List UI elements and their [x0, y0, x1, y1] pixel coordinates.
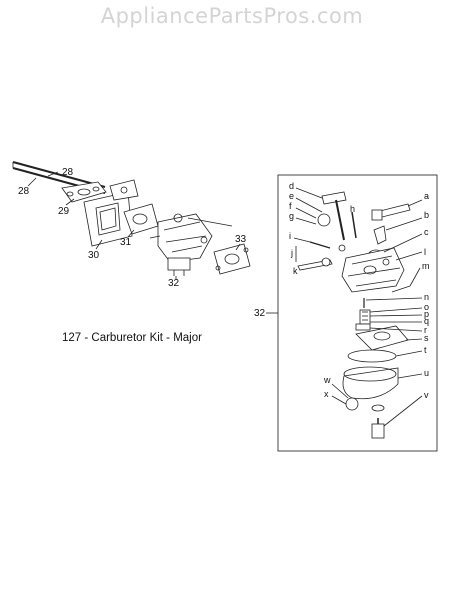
svg-text:x: x [324, 389, 329, 399]
svg-text:g: g [289, 211, 294, 221]
svg-text:33: 33 [235, 234, 247, 245]
svg-text:c: c [424, 227, 429, 237]
svg-text:q: q [424, 316, 429, 326]
callout-28a: 28 [47, 167, 74, 178]
svg-text:32: 32 [168, 278, 180, 289]
svg-text:d: d [289, 181, 294, 191]
callout-w: w [323, 375, 349, 399]
callout-b: b [385, 210, 429, 231]
callout-x: x [324, 389, 347, 405]
svg-text:32: 32 [254, 308, 266, 319]
callout-c: c [383, 227, 429, 253]
callout-a: a [407, 191, 429, 207]
kit-caption: 127 - Carburetor Kit - Major [62, 332, 202, 344]
kit-parts [295, 191, 411, 439]
callout-r: r [369, 325, 427, 335]
svg-text:p: p [424, 309, 429, 319]
part-33-gasket[interactable] [213, 243, 251, 275]
callout-h: h [350, 204, 355, 214]
callout-q: q [370, 316, 429, 326]
svg-text:l: l [424, 247, 426, 257]
kit-detail-frame [277, 174, 438, 452]
svg-text:r: r [424, 325, 427, 335]
svg-text:o: o [424, 302, 429, 312]
callout-32a: 32 [168, 276, 180, 289]
callout-m: m [409, 261, 430, 287]
svg-text:t: t [424, 345, 427, 355]
callout-t: t [395, 345, 427, 357]
callout-e: e [289, 191, 323, 213]
callout-n: n [365, 292, 429, 302]
callout-k: k [293, 266, 298, 276]
svg-text:m: m [422, 261, 430, 271]
svg-text:e: e [289, 191, 294, 201]
callout-30: 30 [88, 239, 103, 261]
callout-f: f [289, 201, 317, 219]
callout-i: i [289, 231, 311, 243]
callout-g: g [289, 211, 317, 225]
callout-l: l [395, 247, 426, 261]
svg-text:b: b [424, 210, 429, 220]
svg-text:v: v [424, 390, 429, 400]
callout-33: 33 [235, 234, 247, 251]
callout-28b: 28 [18, 177, 37, 197]
callout-p: p [369, 309, 429, 319]
svg-text:j: j [290, 248, 293, 258]
callout-d: d [289, 181, 323, 199]
callout-32b: 32 [254, 308, 278, 319]
svg-text:u: u [424, 368, 429, 378]
callout-31: 31 [120, 229, 135, 248]
svg-text:a: a [424, 191, 429, 201]
svg-text:30: 30 [88, 250, 100, 261]
callout-u: u [397, 368, 429, 379]
svg-text:31: 31 [120, 237, 132, 248]
part-30-spacer[interactable] [83, 179, 139, 247]
site-watermark-title: AppliancePartsPros.com [100, 4, 364, 28]
svg-text:n: n [424, 292, 429, 302]
svg-text:h: h [350, 204, 355, 214]
svg-text:k: k [293, 266, 298, 276]
svg-text:s: s [424, 333, 429, 343]
svg-text:i: i [289, 231, 291, 241]
callout-v: v [383, 390, 429, 427]
part-29-gasket[interactable] [61, 181, 107, 203]
svg-text:f: f [289, 201, 292, 211]
svg-text:w: w [323, 375, 331, 385]
part-32-carburetor-small[interactable] [149, 213, 233, 276]
svg-text:29: 29 [58, 206, 70, 217]
callout-j: j [290, 248, 293, 258]
svg-text:28: 28 [18, 186, 30, 197]
callout-o: o [369, 302, 429, 313]
callout-s: s [405, 333, 429, 343]
callout-29: 29 [58, 198, 75, 217]
svg-text:28: 28 [62, 167, 74, 178]
